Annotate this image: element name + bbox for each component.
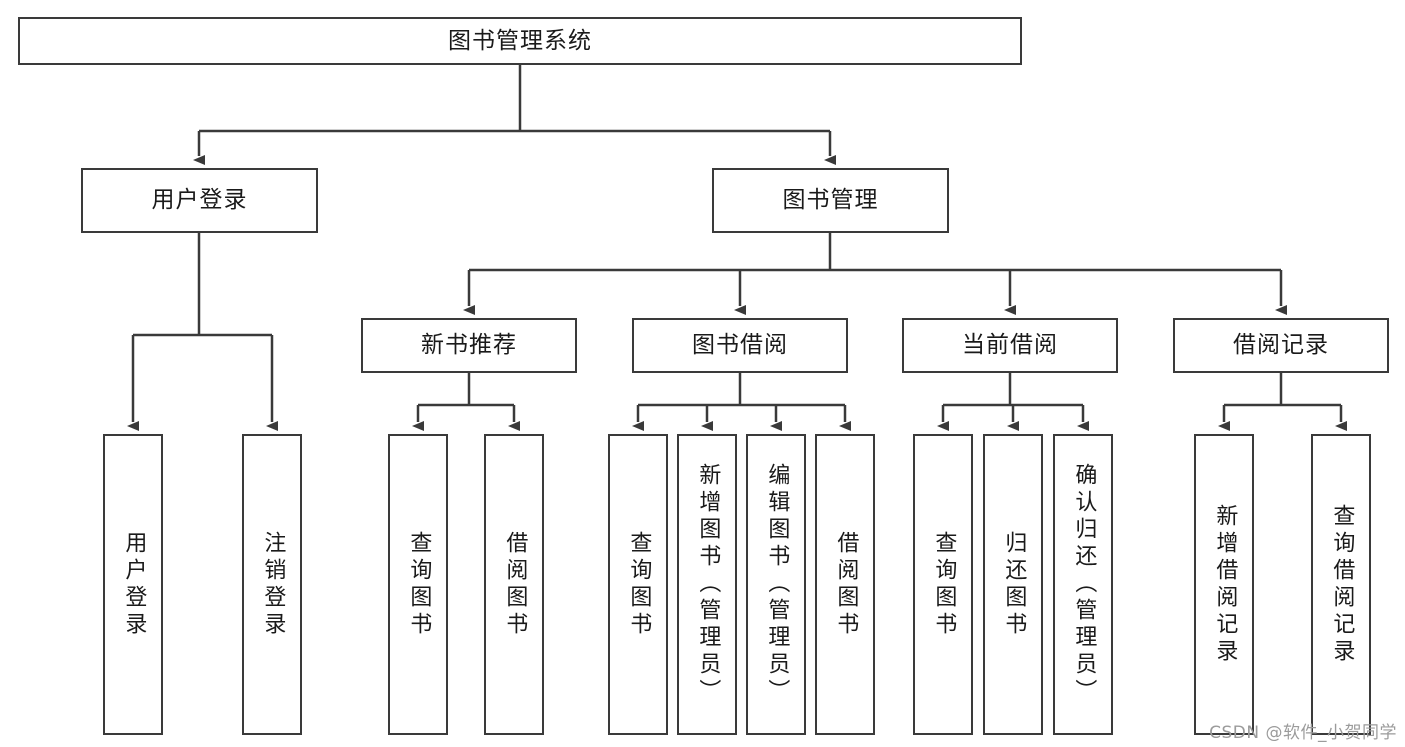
node-book-management[interactable]: 图书管理: [712, 168, 949, 233]
node-label: 查询借阅记录: [1329, 503, 1355, 666]
node-root-system[interactable]: 图书管理系统: [18, 17, 1022, 65]
node-label: 用户登录: [121, 530, 147, 639]
node-label: 当前借阅: [962, 332, 1058, 359]
node-label: 编辑图书（管理员）: [764, 463, 790, 706]
watermark-text: CSDN @软件_小贺同学: [1209, 723, 1397, 743]
node-current-borrow[interactable]: 当前借阅: [902, 318, 1118, 373]
node-label: 归还图书: [1001, 530, 1027, 639]
leaf-book-borrow-edit-book-admin[interactable]: 编辑图书（管理员）: [746, 434, 806, 735]
leaf-user-login-login[interactable]: 用户登录: [103, 434, 163, 735]
node-label: 新增借阅记录: [1212, 503, 1238, 666]
leaf-borrow-record-query-record[interactable]: 查询借阅记录: [1311, 434, 1371, 735]
node-label: 新增图书（管理员）: [695, 463, 721, 706]
node-label: 查询图书: [626, 530, 652, 639]
leaf-current-borrow-query-book[interactable]: 查询图书: [913, 434, 973, 735]
node-label: 查询图书: [931, 530, 957, 639]
node-new-book-recommend[interactable]: 新书推荐: [361, 318, 577, 373]
leaf-book-borrow-borrow-book[interactable]: 借阅图书: [815, 434, 875, 735]
node-label: 借阅图书: [502, 530, 528, 639]
node-label: 图书管理: [782, 187, 879, 214]
node-label: 确认归还（管理员）: [1071, 463, 1097, 706]
node-label: 用户登录: [151, 187, 248, 214]
node-label: 注销登录: [260, 530, 286, 639]
node-user-login[interactable]: 用户登录: [81, 168, 318, 233]
node-borrow-record[interactable]: 借阅记录: [1173, 318, 1389, 373]
node-label: 图书管理系统: [448, 27, 592, 54]
node-label: 借阅记录: [1233, 332, 1329, 359]
node-label: 新书推荐: [421, 332, 517, 359]
node-label: 查询图书: [406, 530, 432, 639]
node-label: 借阅图书: [833, 530, 859, 639]
leaf-book-borrow-query-book[interactable]: 查询图书: [608, 434, 668, 735]
leaf-current-borrow-confirm-return-admin[interactable]: 确认归还（管理员）: [1053, 434, 1113, 735]
leaf-book-borrow-add-book-admin[interactable]: 新增图书（管理员）: [677, 434, 737, 735]
node-book-borrow[interactable]: 图书借阅: [632, 318, 848, 373]
leaf-user-login-logout[interactable]: 注销登录: [242, 434, 302, 735]
leaf-new-book-borrow-book[interactable]: 借阅图书: [484, 434, 544, 735]
leaf-current-borrow-return-book[interactable]: 归还图书: [983, 434, 1043, 735]
leaf-new-book-query-book[interactable]: 查询图书: [388, 434, 448, 735]
node-label: 图书借阅: [692, 332, 788, 359]
leaf-borrow-record-add-record[interactable]: 新增借阅记录: [1194, 434, 1254, 735]
